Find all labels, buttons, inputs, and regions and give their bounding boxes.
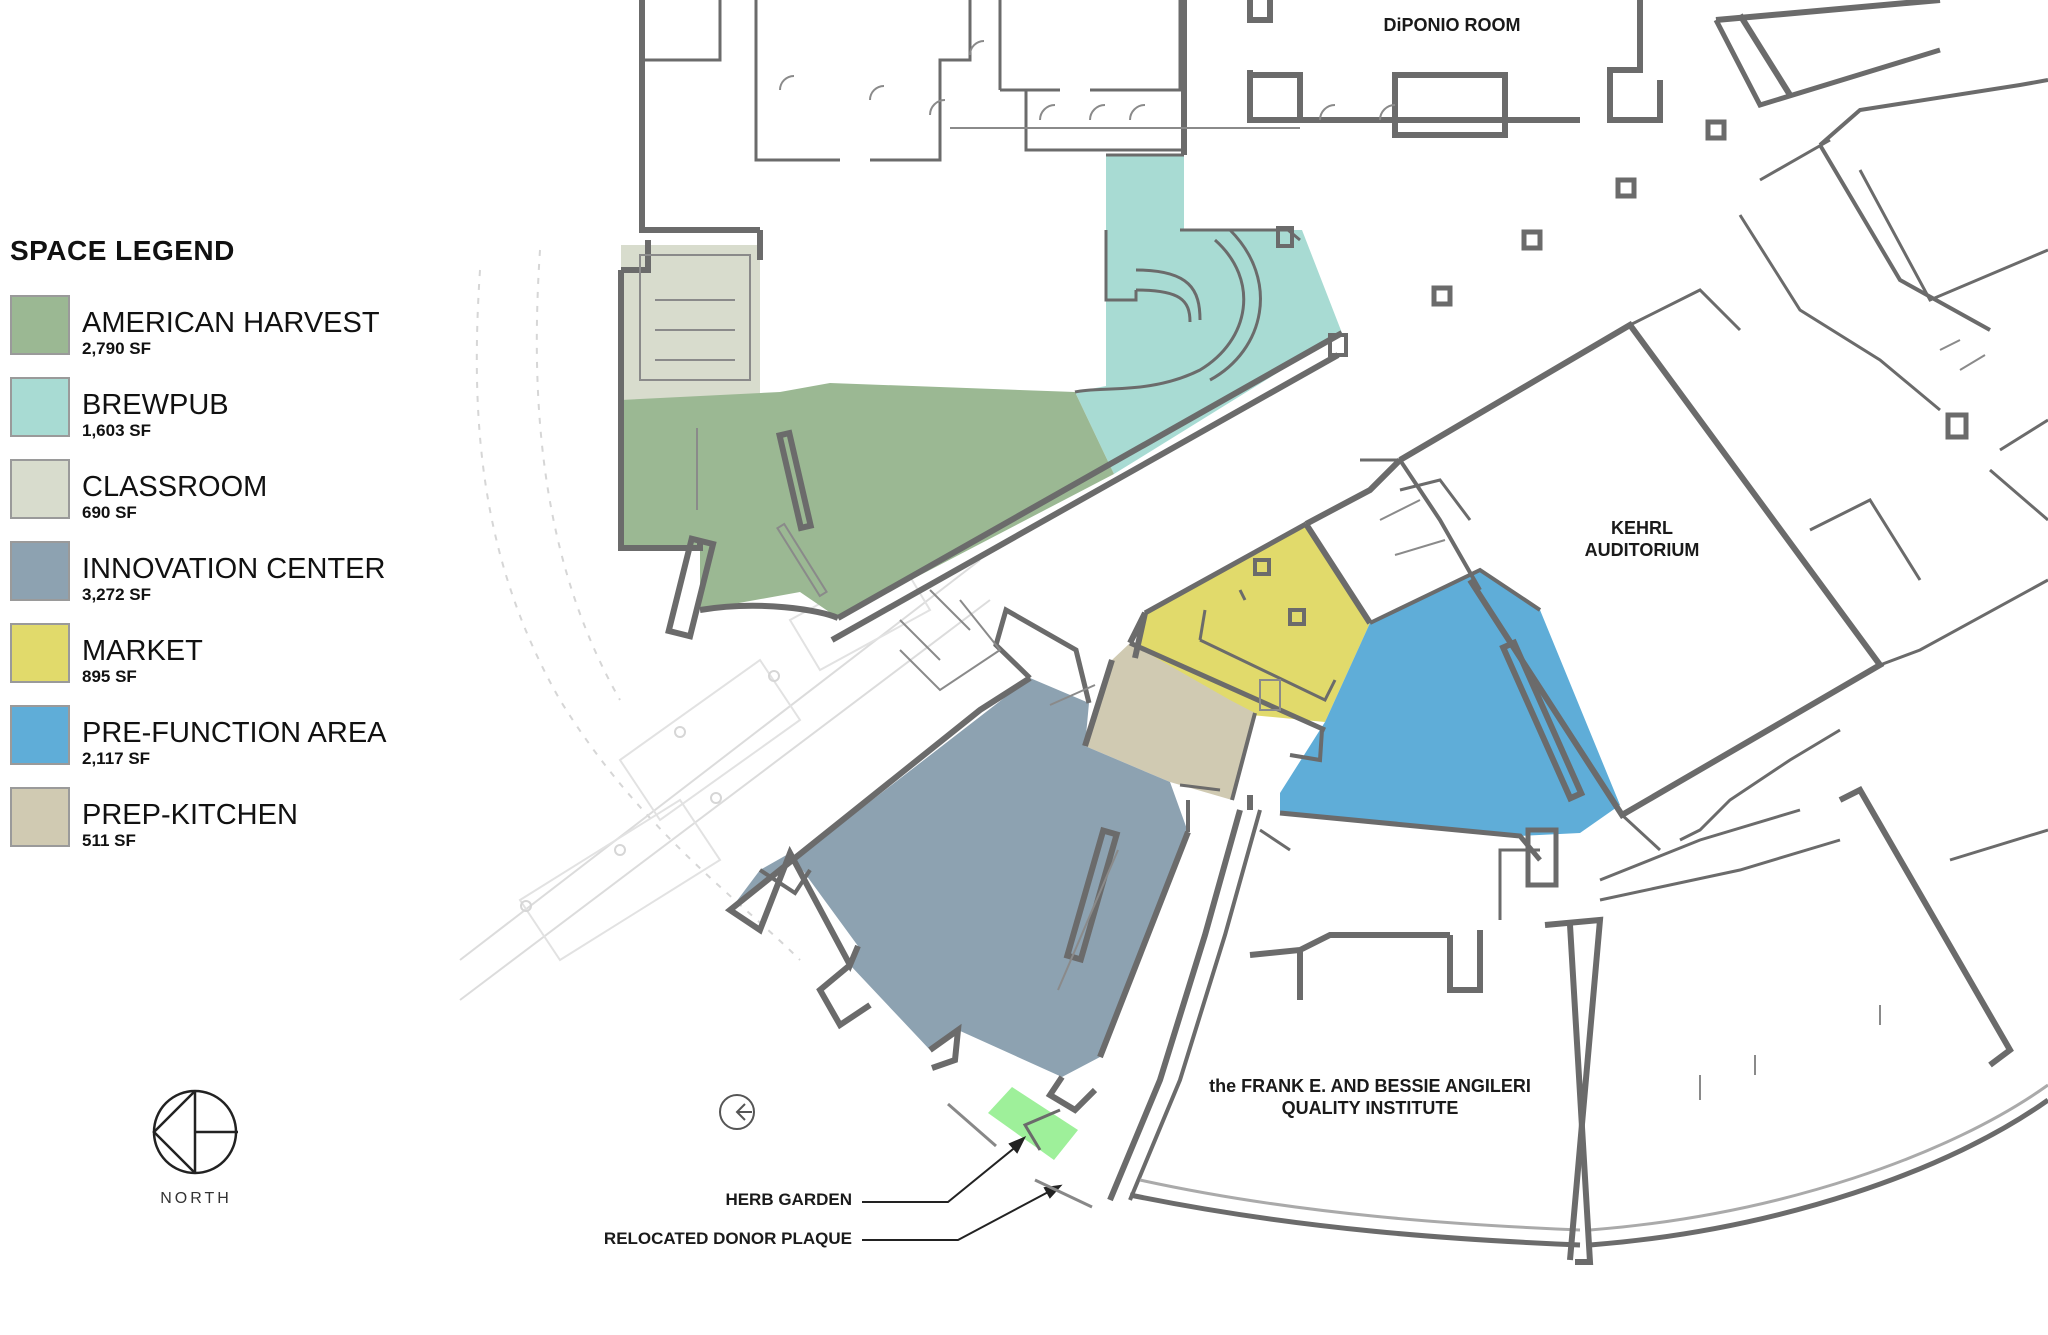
legend-item-american-harvest: AMERICAN HARVEST 2,790 SF (10, 295, 430, 377)
area-innovation-center (730, 678, 1188, 1077)
small-compass-icon (719, 1094, 755, 1130)
legend-item-area: 895 SF (82, 667, 137, 686)
herb-garden-edging (947, 1102, 997, 1148)
legend-swatch (10, 295, 70, 355)
area-prep-kitchen (1085, 643, 1255, 800)
legend-item-name: AMERICAN HARVEST (82, 307, 380, 339)
legend-item-brewpub: BREWPUB 1,603 SF (10, 377, 430, 459)
diponio-room-name: DiPONIO ROOM (1383, 15, 1521, 35)
angileri-line-2: QUALITY INSTITUTE (1281, 1098, 1459, 1118)
legend-item-area: 690 SF (82, 503, 137, 522)
legend-swatch (10, 705, 70, 765)
herb-garden-arrowhead (1008, 1136, 1027, 1154)
area-american-harvest (621, 383, 1114, 618)
north-arrow: NORTH (148, 1085, 242, 1207)
column-marker (674, 726, 686, 738)
legend-swatch (10, 787, 70, 847)
room-label-kehrl: KEHRL AUDITORIUM (1572, 517, 1712, 561)
legend-item-area: 3,272 SF (82, 585, 151, 604)
legend-item-area: 1,603 SF (82, 421, 151, 440)
kehrl-line-2: AUDITORIUM (1584, 540, 1700, 560)
angileri-line-1: the FRANK E. AND BESSIE ANGILERI (1209, 1076, 1531, 1096)
herb-garden-leader (862, 1144, 1019, 1203)
legend-item-name: CLASSROOM (82, 471, 268, 503)
column-marker (710, 792, 722, 804)
area-pre-function (1280, 570, 1620, 836)
legend-item-area: 2,790 SF (82, 339, 151, 358)
legend-item-innovation-center: INNOVATION CENTER 3,272 SF (10, 541, 430, 623)
north-arrow-icon (152, 1089, 238, 1175)
space-areas (621, 155, 1620, 1160)
legend-item-name: INNOVATION CENTER (82, 553, 386, 585)
legend-item-classroom: CLASSROOM 690 SF (10, 459, 430, 541)
room-label-angileri: the FRANK E. AND BESSIE ANGILERI QUALITY… (1190, 1075, 1550, 1119)
herb-garden-label: HERB GARDEN (725, 1190, 852, 1209)
legend-swatch (10, 459, 70, 519)
legend-item-name: PREP-KITCHEN (82, 799, 298, 831)
area-classroom (621, 245, 760, 400)
legend-swatch (10, 541, 70, 601)
walls (618, 0, 2048, 1265)
plan-details (639, 40, 1986, 1100)
legend-item-prep-kitchen: PREP-KITCHEN 511 SF (10, 787, 430, 869)
legend-item-name: BREWPUB (82, 389, 229, 421)
legend-item-name: MARKET (82, 635, 203, 667)
kehrl-line-1: KEHRL (1611, 518, 1673, 538)
legend-item-area: 2,117 SF (82, 749, 151, 768)
legend-item-pre-function-area: PRE-FUNCTION AREA 2,117 SF (10, 705, 430, 787)
space-legend: SPACE LEGEND AMERICAN HARVEST 2,790 SF B… (10, 235, 430, 869)
donor-plaque-mark (1034, 1178, 1093, 1209)
callout-leaders (862, 1102, 1093, 1241)
donor-plaque-leader (862, 1189, 1053, 1241)
column-marker (520, 900, 532, 912)
legend-title: SPACE LEGEND (10, 235, 235, 266)
legend-item-area: 511 SF (82, 831, 136, 850)
legend-item-market: MARKET 895 SF (10, 623, 430, 705)
herb-garden-area (988, 1087, 1078, 1160)
legend-swatch (10, 377, 70, 437)
legend-item-name: PRE-FUNCTION AREA (82, 717, 387, 749)
north-label: NORTH (160, 1190, 232, 1207)
column-marker (768, 670, 780, 682)
column-marker (614, 844, 626, 856)
legend-swatch (10, 623, 70, 683)
area-brewpub (1075, 155, 1342, 474)
donor-plaque-label: RELOCATED DONOR PLAQUE (603, 1229, 852, 1248)
room-label-diponio: DiPONIO ROOM (1382, 14, 1522, 36)
